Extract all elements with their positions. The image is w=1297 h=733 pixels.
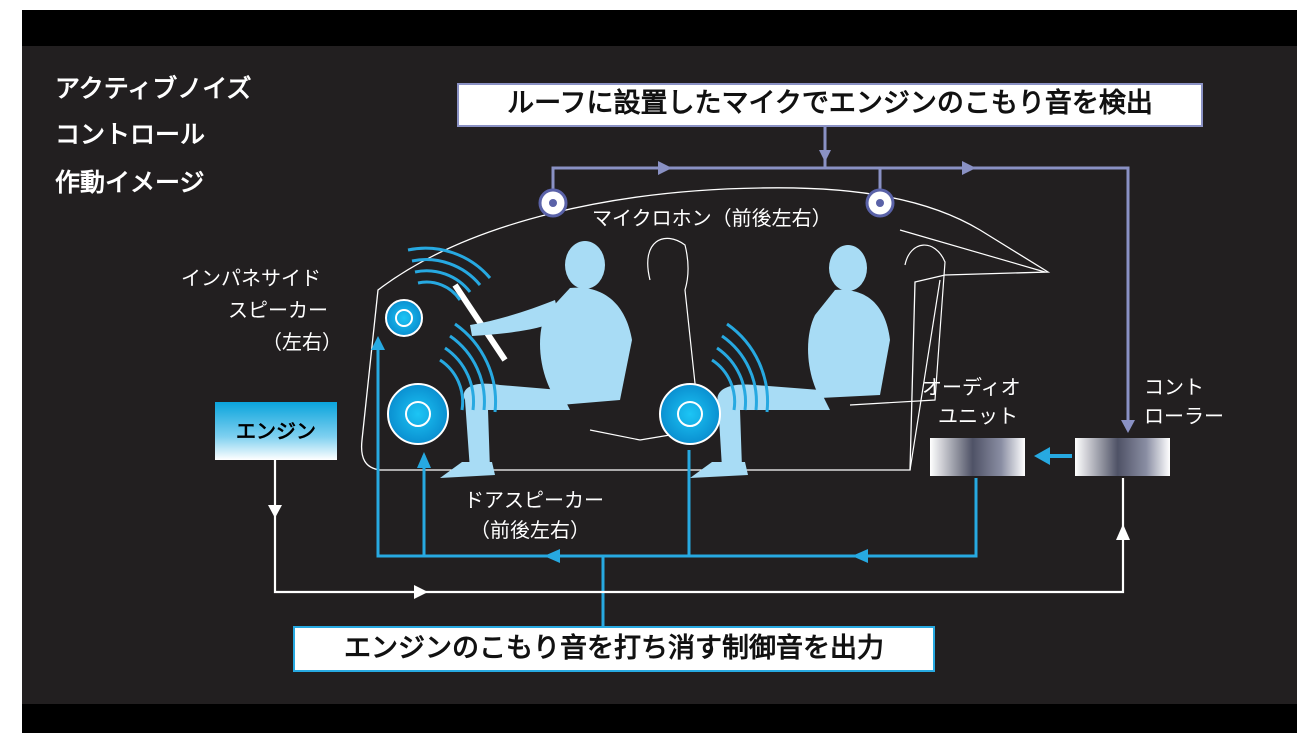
audio-unit-label-line2: ユニット — [938, 404, 1018, 428]
diagram-panel — [22, 46, 1297, 704]
instrument-speaker-label-line1: インパネサイド — [181, 266, 321, 290]
driver-figure — [440, 241, 632, 478]
instrument-panel-speaker — [385, 299, 423, 337]
engine-signal-arrows — [268, 505, 1130, 599]
door-speaker-rear — [659, 383, 721, 445]
door-speaker-label-line2: （前後左右） — [470, 518, 590, 542]
window-outline — [899, 229, 1046, 273]
audio-unit-label-line1: オーディオ — [922, 375, 1021, 399]
passenger-figure — [690, 245, 890, 478]
door-speaker-front — [387, 383, 449, 445]
engine-signal-line — [273, 460, 1125, 594]
top-band — [22, 10, 1297, 46]
door-speaker-label-line1: ドアスピーカー — [464, 488, 604, 512]
callout-control-output: エンジンのこもり音を打ち消す制御音を出力 — [293, 626, 935, 672]
audio-unit-box — [930, 438, 1025, 476]
controller-box — [1075, 438, 1170, 476]
controller-label-line2: ローラー — [1144, 404, 1224, 428]
instrument-speaker-label-line3: （左右） — [262, 330, 342, 354]
sound-waves — [407, 246, 770, 413]
bottom-band — [22, 704, 1297, 733]
instrument-speaker-label-line2: スピーカー — [228, 298, 328, 322]
microphone-front — [538, 188, 568, 218]
callout-mic-detection: ルーフに設置したマイクでエンジンのこもり音を検出 — [457, 83, 1203, 127]
microphone-label: マイクロホン（前後左右） — [592, 206, 832, 230]
seat-front — [589, 237, 701, 441]
title-line-2: コントロール — [55, 120, 206, 149]
mic-arrows — [658, 150, 1135, 433]
microphone-rear — [865, 188, 895, 218]
controller-label-line1: コント — [1144, 375, 1204, 399]
seat-rear — [849, 244, 946, 471]
steering-wheel — [452, 283, 508, 362]
speaker-signal-arrows — [371, 336, 1072, 563]
title-line-3: 作動イメージ — [55, 168, 205, 197]
engine-box: エンジン — [215, 402, 337, 460]
title-line-1: アクティブノイズ — [55, 74, 252, 103]
